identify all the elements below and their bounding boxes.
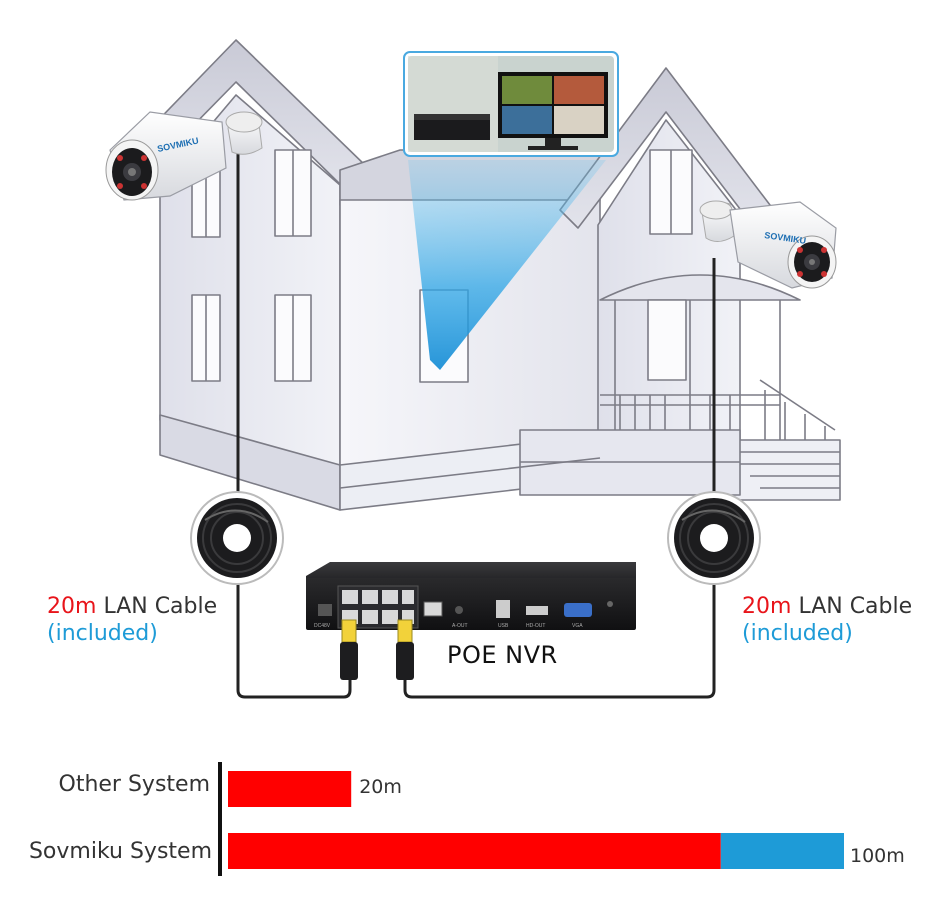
svg-text:DC48V: DC48V: [314, 623, 331, 629]
bar-value-label: 100m: [850, 845, 905, 867]
view-beam: [408, 160, 606, 370]
mini-nvr: [414, 118, 490, 140]
bar-value-label: 20m: [359, 776, 402, 798]
svg-text:USB: USB: [498, 623, 509, 629]
category-label-other: Other System: [58, 772, 211, 797]
left-cable-label: 20m LAN Cable: [47, 594, 217, 620]
monitor-panel: [403, 51, 619, 157]
vga-port: [564, 603, 592, 617]
poe-nvr: DC48V A-OUT USB HD-OUT VGA: [306, 562, 636, 630]
category-label-sovmiku: Sovmiku System: [28, 839, 212, 864]
bar-segment: [720, 833, 844, 869]
power-port: [318, 604, 332, 616]
usb-ports: [496, 600, 510, 618]
stairs: [729, 379, 841, 501]
hdmi-port: [526, 606, 548, 615]
lan-port: [423, 601, 443, 617]
rj45-plug-left: [340, 619, 358, 680]
window: [647, 299, 687, 381]
nvr-label: POE NVR: [447, 641, 558, 669]
house: [109, 39, 841, 511]
cable-text: LAN Cable: [798, 594, 913, 619]
left-cable-note: (included): [47, 621, 158, 646]
svg-text:HD-OUT: HD-OUT: [526, 623, 545, 629]
right-cable-coil: [667, 491, 761, 585]
rj45-plug-right: [396, 619, 414, 680]
porch-canopy: [599, 274, 801, 301]
right-cable-label: 20m LAN Cable: [742, 594, 912, 620]
cable-length: 20m: [47, 594, 97, 619]
svg-text:A-OUT: A-OUT: [452, 623, 468, 629]
svg-text:VGA: VGA: [572, 623, 583, 629]
left-camera: SOVMIKU: [105, 111, 263, 201]
cable-length: 20m: [742, 594, 792, 619]
lan-cables: [236, 150, 716, 699]
cable-text: LAN Cable: [103, 594, 218, 619]
bar-segment: [228, 833, 721, 869]
cable-distance-chart: [228, 771, 844, 869]
right-cable-note: (included): [742, 621, 853, 646]
audio-out-port: [455, 606, 463, 614]
right-camera: SOVMIKU: [699, 200, 837, 289]
bar-segment: [228, 771, 352, 807]
chart-axis: [218, 762, 222, 876]
left-cable-coil: [190, 491, 284, 585]
